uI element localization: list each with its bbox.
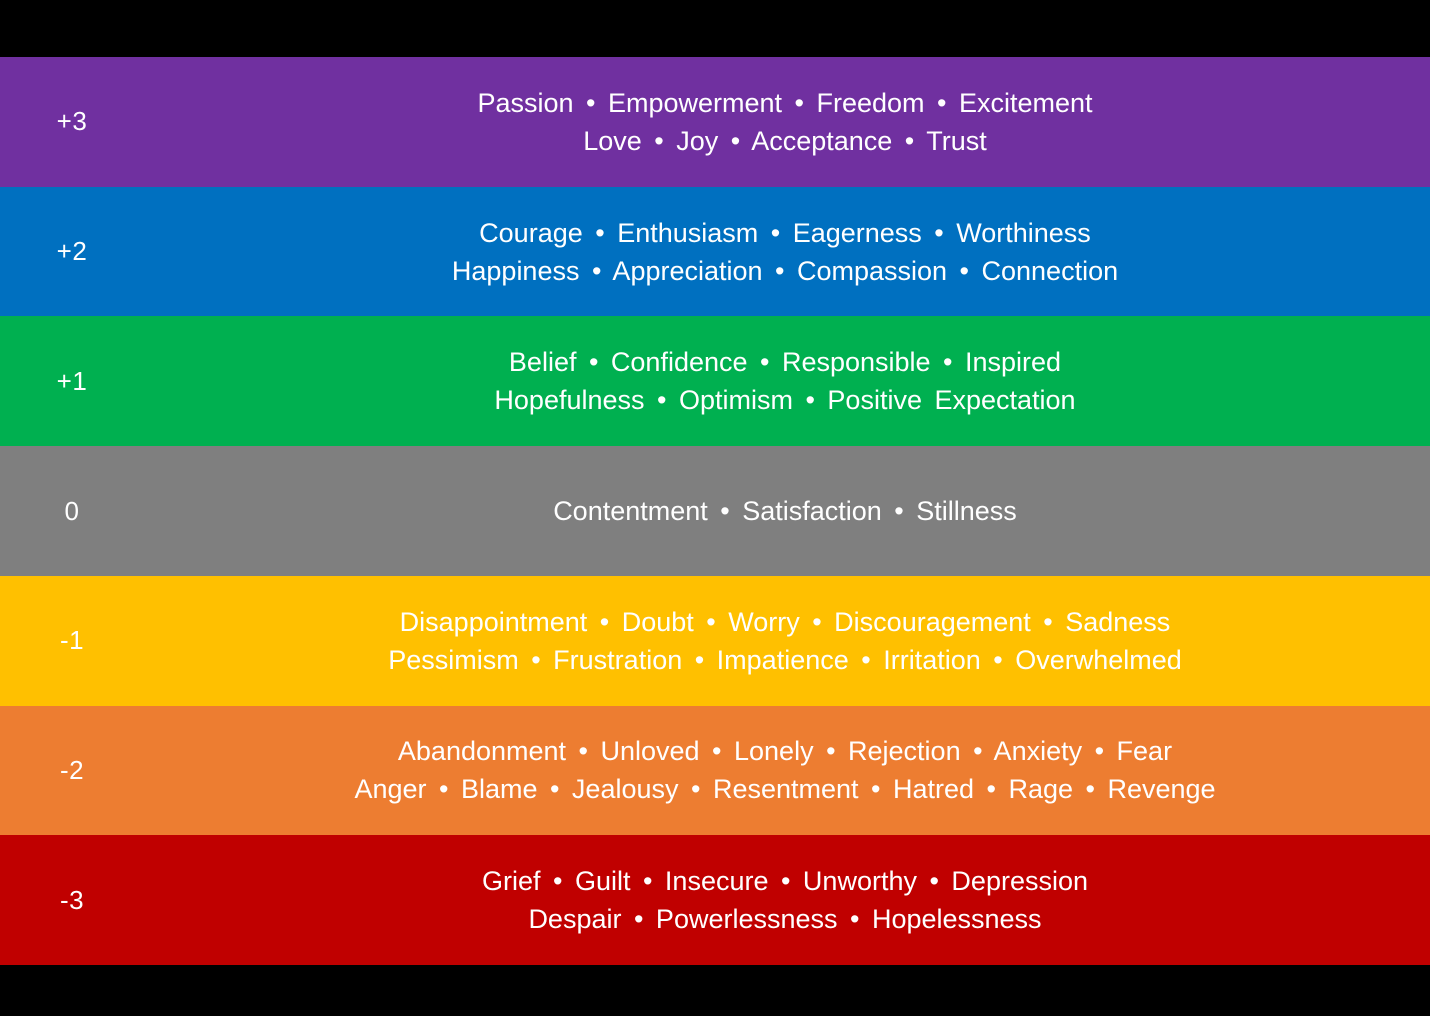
band-level-label: +3 bbox=[56, 106, 88, 137]
band-level-label: -2 bbox=[59, 754, 85, 785]
emotion-line: Love • Joy • Acceptance • Trust bbox=[583, 125, 987, 156]
emotion-line: Passion • Empowerment • Freedom • Excite… bbox=[477, 87, 1093, 118]
emotion-line: Anger • Blame • Jealousy • Resentment • … bbox=[354, 774, 1216, 805]
emotion-line: Abandonment • Unloved • Lonely • Rejecti… bbox=[397, 736, 1173, 767]
band-emotions: Grief • Guilt • Insecure • Unworthy • De… bbox=[144, 862, 1430, 938]
band-zero: 0 Contentment • Satisfaction • Stillness bbox=[0, 446, 1430, 576]
letterbox-top bbox=[0, 0, 1430, 57]
band-plus-3: +3 Passion • Empowerment • Freedom • Exc… bbox=[0, 57, 1430, 187]
band-emotions: Abandonment • Unloved • Lonely • Rejecti… bbox=[144, 732, 1430, 808]
emotion-line: Happiness • Appreciation • Compassion • … bbox=[451, 255, 1119, 286]
band-level-label: +1 bbox=[56, 365, 88, 396]
emotion-line: Pessimism • Frustration • Impatience • I… bbox=[388, 644, 1182, 675]
band-plus-2: +2 Courage • Enthusiasm • Eagerness • Wo… bbox=[0, 186, 1430, 317]
emotion-line: Disappointment • Doubt • Worry • Discour… bbox=[399, 606, 1171, 637]
band-emotions: Disappointment • Doubt • Worry • Discour… bbox=[144, 603, 1430, 679]
band-level-label: 0 bbox=[64, 495, 80, 526]
emotion-line: Hopefulness • Optimism • Positive Expect… bbox=[494, 385, 1076, 416]
band-level-label: -1 bbox=[59, 625, 85, 656]
emotion-line: Contentment • Satisfaction • Stillness bbox=[553, 496, 1017, 527]
band-minus-1: -1 Disappointment • Doubt • Worry • Disc… bbox=[0, 575, 1430, 706]
band-level-label: -3 bbox=[59, 884, 85, 915]
emotion-line: Grief • Guilt • Insecure • Unworthy • De… bbox=[481, 866, 1088, 897]
emotion-line: Belief • Confidence • Responsible • Insp… bbox=[508, 347, 1062, 378]
emotion-line: Despair • Powerlessness • Hopelessness bbox=[528, 904, 1042, 935]
emotional-scale: +3 Passion • Empowerment • Freedom • Exc… bbox=[0, 57, 1430, 966]
band-plus-1: +1 Belief • Confidence • Responsible • I… bbox=[0, 316, 1430, 447]
band-emotions: Passion • Empowerment • Freedom • Excite… bbox=[144, 84, 1430, 160]
band-emotions: Belief • Confidence • Responsible • Insp… bbox=[144, 343, 1430, 419]
band-emotions: Courage • Enthusiasm • Eagerness • Worth… bbox=[144, 214, 1430, 290]
emotion-line: Courage • Enthusiasm • Eagerness • Worth… bbox=[479, 217, 1091, 248]
band-minus-2: -2 Abandonment • Unloved • Lonely • Reje… bbox=[0, 705, 1430, 836]
band-emotions: Contentment • Satisfaction • Stillness bbox=[144, 492, 1430, 530]
band-level-label: +2 bbox=[56, 236, 88, 267]
band-minus-3: -3 Grief • Guilt • Insecure • Unworthy •… bbox=[0, 835, 1430, 966]
letterbox-bottom bbox=[0, 965, 1430, 1016]
